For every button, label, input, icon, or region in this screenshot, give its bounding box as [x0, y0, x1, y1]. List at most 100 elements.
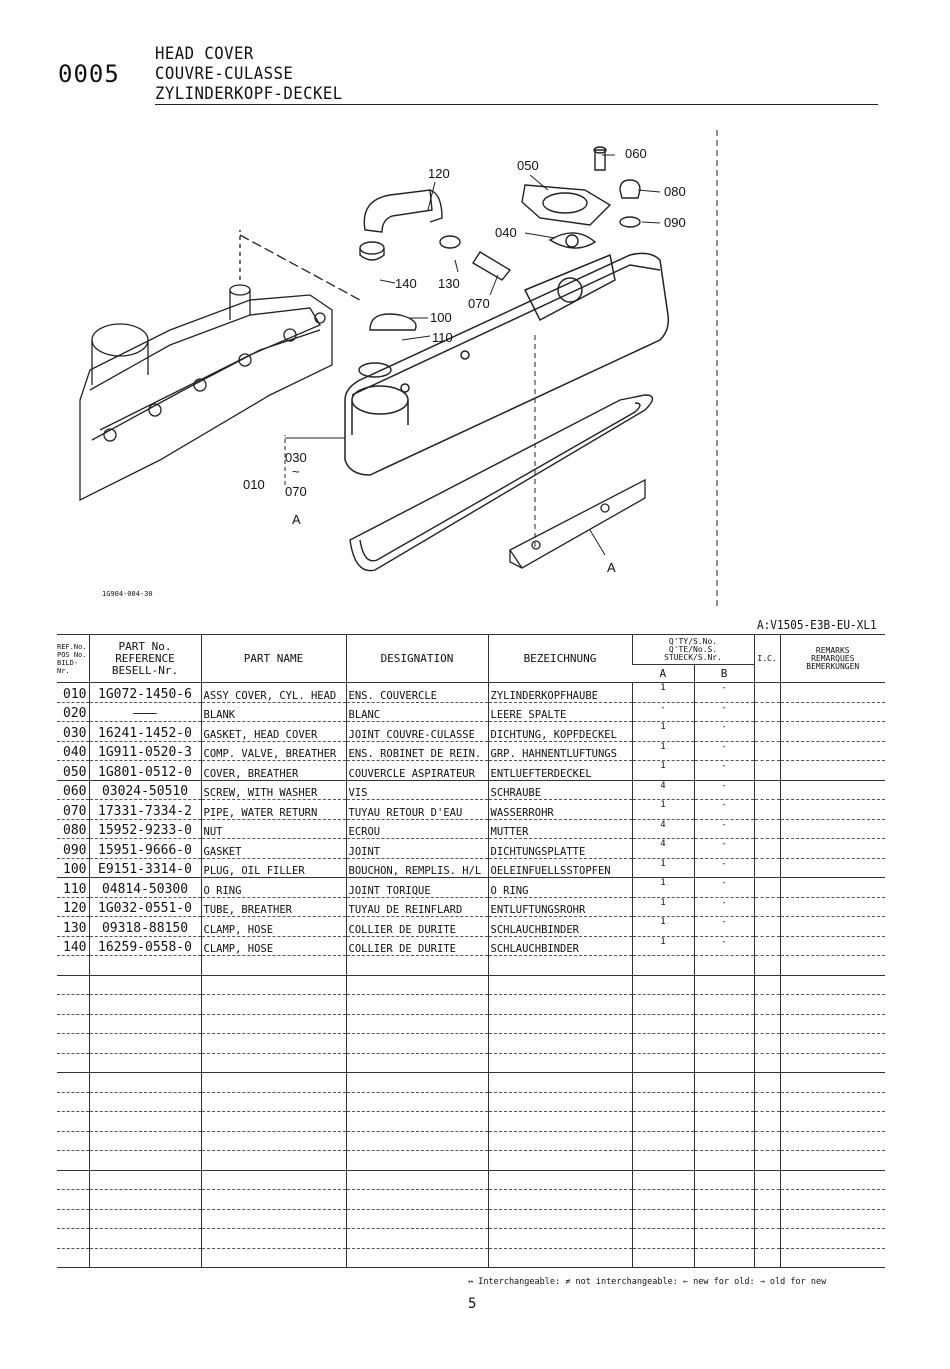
- cell-name: [200, 1053, 346, 1073]
- cell-ic: [753, 897, 781, 917]
- cell-rem: [779, 799, 886, 820]
- cell-part_no: 1G032-0551-0: [88, 897, 201, 917]
- cell-rem: [779, 760, 886, 781]
- cell-ref: [57, 1248, 89, 1268]
- table-row-empty: [57, 1189, 886, 1210]
- cell-des: COLLIER DE DURITE: [345, 916, 488, 937]
- cell-bez: WASSERROHR: [487, 799, 632, 820]
- cell-a: [631, 1209, 694, 1229]
- cell-a: [631, 975, 694, 995]
- cell-bez: [487, 1014, 632, 1034]
- cell-b: [693, 1072, 755, 1093]
- cell-ref: [57, 1111, 89, 1132]
- cell-ic: [753, 1209, 781, 1229]
- header-remarks: REMARKS REMARQUES BEMERKUNGEN: [779, 634, 886, 683]
- header-ref: REF.No. POS No. BILD-Nr.: [57, 634, 89, 683]
- cell-part_no: 16241-1452-0: [88, 721, 201, 742]
- cell-a: 1: [631, 897, 694, 917]
- cell-des: JOINT TORIQUE: [345, 877, 488, 898]
- cell-ic: [753, 1170, 781, 1190]
- cell-des: ENS. ROBINET DE REIN.: [345, 741, 488, 761]
- cell-b: -: [693, 721, 755, 742]
- cell-ic: [753, 1189, 781, 1210]
- table-row-empty: [57, 1072, 886, 1093]
- callout-080: 080: [664, 184, 686, 199]
- cell-b: [693, 1150, 755, 1171]
- cell-name: BLANK: [200, 702, 346, 722]
- cell-bez: SCHLAUCHBINDER: [487, 936, 632, 956]
- gasket-drawing: [349, 394, 654, 572]
- cell-ref: 120: [57, 897, 89, 917]
- title-en: HEAD COVER: [155, 44, 254, 64]
- cell-ref: 040: [57, 741, 89, 761]
- cell-bez: [487, 1053, 632, 1073]
- cell-des: JOINT: [345, 838, 488, 859]
- cell-bez: ENTLUEFTERDECKEL: [487, 760, 632, 781]
- cell-ic: [753, 1033, 781, 1054]
- exploded-parts-diagram: 120 050 060 080 090 040 140 130 070 100 …: [79, 130, 718, 610]
- cell-part_no: [88, 1092, 201, 1112]
- cell-a: [631, 1150, 694, 1171]
- cell-rem: [779, 1072, 886, 1093]
- cell-part_no: 17331-7334-2: [88, 799, 201, 820]
- cell-part_no: [88, 994, 201, 1015]
- cell-bez: SCHLAUCHBINDER: [487, 916, 632, 937]
- cell-rem: [779, 682, 886, 703]
- cell-a: [631, 1033, 694, 1054]
- cell-ic: [753, 994, 781, 1015]
- cell-bez: [487, 975, 632, 995]
- interchangeability-legend: ↔ Interchangeable: ≠ not interchangeable…: [468, 1277, 827, 1287]
- cell-rem: [779, 838, 886, 859]
- cell-bez: SCHRAUBE: [487, 780, 632, 800]
- page-number: 5: [468, 1296, 477, 1312]
- cell-b: [693, 1131, 755, 1151]
- callout-050: 050: [517, 158, 539, 173]
- callout-120: 120: [428, 166, 450, 181]
- table-row-empty: [57, 1053, 886, 1073]
- cell-ref: [57, 975, 89, 995]
- cell-bez: [487, 1131, 632, 1151]
- cell-b: -: [693, 858, 755, 878]
- cell-des: [345, 994, 488, 1015]
- title-de: ZYLINDERKOPF-DECKEL: [155, 84, 343, 104]
- cell-bez: GRP. HAHNENTLUFTUNGS: [487, 741, 632, 761]
- cell-ic: [753, 1053, 781, 1073]
- cell-des: BOUCHON, REMPLIS. H/L: [345, 858, 488, 878]
- cell-a: -: [631, 702, 694, 722]
- cell-ic: [753, 1092, 781, 1112]
- cell-a: [631, 1111, 694, 1132]
- callout-a-left: A: [292, 512, 301, 527]
- cell-ic: [753, 1111, 781, 1132]
- cell-ic: [753, 1248, 781, 1268]
- cell-b: -: [693, 877, 755, 898]
- cell-b: [693, 975, 755, 995]
- cell-a: 1: [631, 741, 694, 761]
- table-row-empty: [57, 1170, 886, 1190]
- cell-des: [345, 1209, 488, 1229]
- cell-ic: [753, 799, 781, 820]
- cell-ref: [57, 1189, 89, 1210]
- cell-rem: [779, 780, 886, 800]
- cell-des: VIS: [345, 780, 488, 800]
- header-rule: [155, 104, 878, 105]
- cell-des: ECROU: [345, 819, 488, 839]
- callout-040: 040: [495, 225, 517, 240]
- cell-des: TUYAU RETOUR D'EAU: [345, 799, 488, 820]
- cell-name: PIPE, WATER RETURN: [200, 799, 346, 820]
- cell-bez: LEERE SPALTE: [487, 702, 632, 722]
- cell-rem: [779, 1014, 886, 1034]
- cell-bez: [487, 1248, 632, 1268]
- cell-part_no: [88, 1111, 201, 1132]
- table-row-empty: [57, 1150, 886, 1171]
- cell-name: COMP. VALVE, BREATHER: [200, 741, 346, 761]
- cell-des: COLLIER DE DURITE: [345, 936, 488, 956]
- cell-part_no: [88, 1053, 201, 1073]
- cell-a: 1: [631, 682, 694, 703]
- bracket-drawing: [509, 478, 646, 569]
- cell-name: [200, 1209, 346, 1229]
- cell-b: [693, 1033, 755, 1054]
- cell-ref: [57, 1033, 89, 1054]
